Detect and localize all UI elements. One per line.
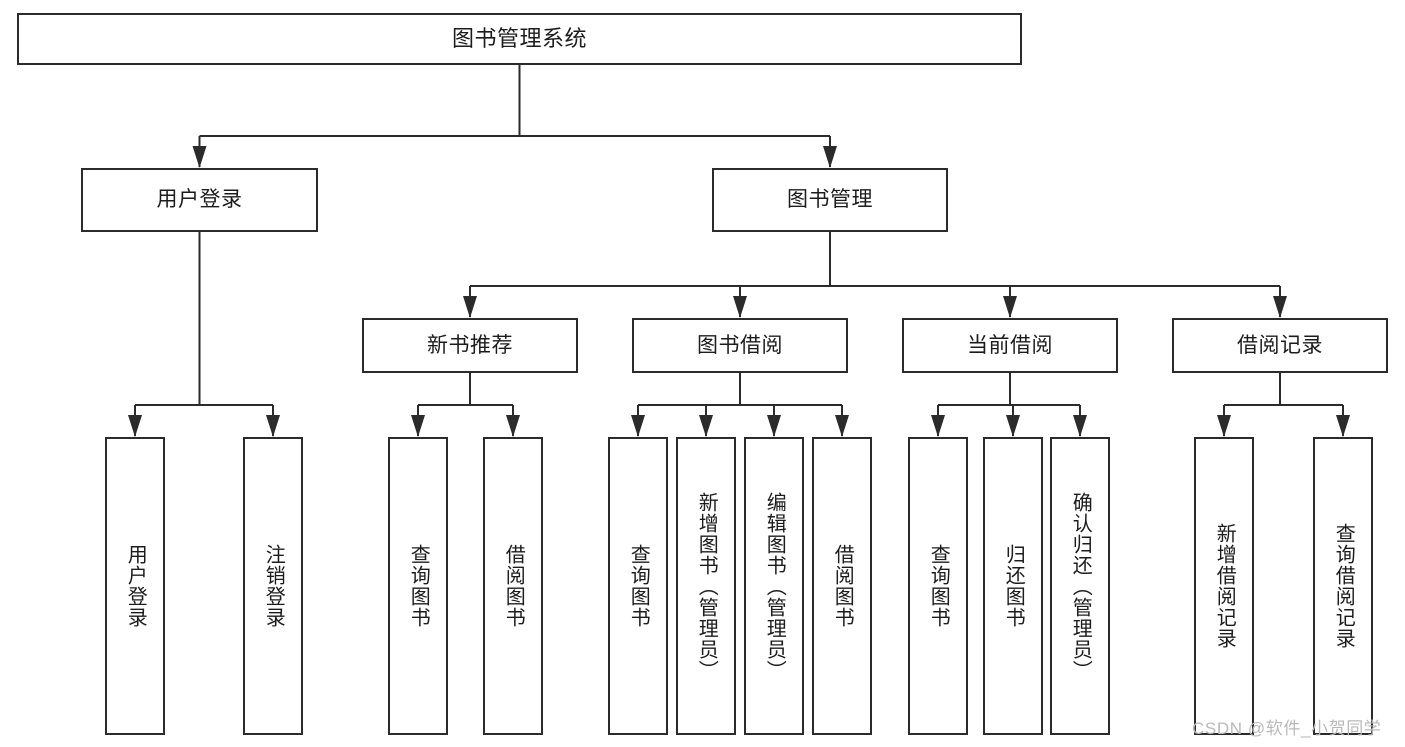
node-leaf-rcd-query[interactable]: 查询借阅记录: [1313, 437, 1373, 735]
node-label: 借阅图书: [502, 544, 525, 628]
node-label: 查询图书: [627, 544, 650, 628]
node-label: 图书借阅: [697, 333, 783, 357]
node-leaf-rcd-add[interactable]: 新增借阅记录: [1194, 437, 1254, 735]
node-leaf-user-logout[interactable]: 注销登录: [243, 437, 303, 735]
node-leaf-cur-query[interactable]: 查询图书: [908, 437, 968, 735]
node-label: 借阅图书: [831, 544, 854, 628]
node-label: 用户登录: [124, 544, 147, 628]
node-label: 查询图书: [407, 544, 430, 628]
node-label: 新书推荐: [427, 333, 513, 357]
node-label: 用户登录: [156, 188, 243, 212]
node-label: 归还图书: [1002, 544, 1025, 628]
node-leaf-user-login[interactable]: 用户登录: [105, 437, 165, 735]
node-label: 借阅记录: [1237, 333, 1323, 357]
node-leaf-brw-add[interactable]: 新增图书（管理员）: [676, 437, 736, 735]
node-label: 查询借阅记录: [1332, 523, 1355, 649]
node-root[interactable]: 图书管理系统: [17, 13, 1022, 65]
node-label: 编辑图书（管理员）: [763, 491, 786, 681]
node-leaf-brw-lend[interactable]: 借阅图书: [812, 437, 872, 735]
node-book-manage[interactable]: 图书管理: [712, 168, 948, 232]
node-borrow-record[interactable]: 借阅记录: [1172, 318, 1388, 373]
node-current-borrow[interactable]: 当前借阅: [902, 318, 1118, 373]
node-label: 新增借阅记录: [1213, 523, 1236, 649]
node-label: 图书管理系统: [451, 25, 587, 51]
node-leaf-cur-confirm[interactable]: 确认归还（管理员）: [1050, 437, 1110, 735]
node-leaf-brw-edit[interactable]: 编辑图书（管理员）: [744, 437, 804, 735]
node-new-book-rec[interactable]: 新书推荐: [362, 318, 578, 373]
node-label: 图书管理: [787, 188, 873, 212]
node-user-login[interactable]: 用户登录: [81, 168, 318, 232]
node-leaf-brw-query[interactable]: 查询图书: [608, 437, 668, 735]
node-label: 当前借阅: [967, 333, 1053, 357]
node-label: 新增图书（管理员）: [695, 491, 718, 681]
node-label: 查询图书: [927, 544, 950, 628]
node-leaf-rec-borrow[interactable]: 借阅图书: [483, 437, 543, 735]
watermark: CSDN @软件_小贺同学: [1192, 719, 1382, 738]
node-label: 确认归还（管理员）: [1069, 491, 1092, 681]
node-leaf-cur-return[interactable]: 归还图书: [983, 437, 1043, 735]
node-book-borrow[interactable]: 图书借阅: [632, 318, 848, 373]
node-leaf-rec-query[interactable]: 查询图书: [388, 437, 448, 735]
node-label: 注销登录: [262, 544, 285, 628]
